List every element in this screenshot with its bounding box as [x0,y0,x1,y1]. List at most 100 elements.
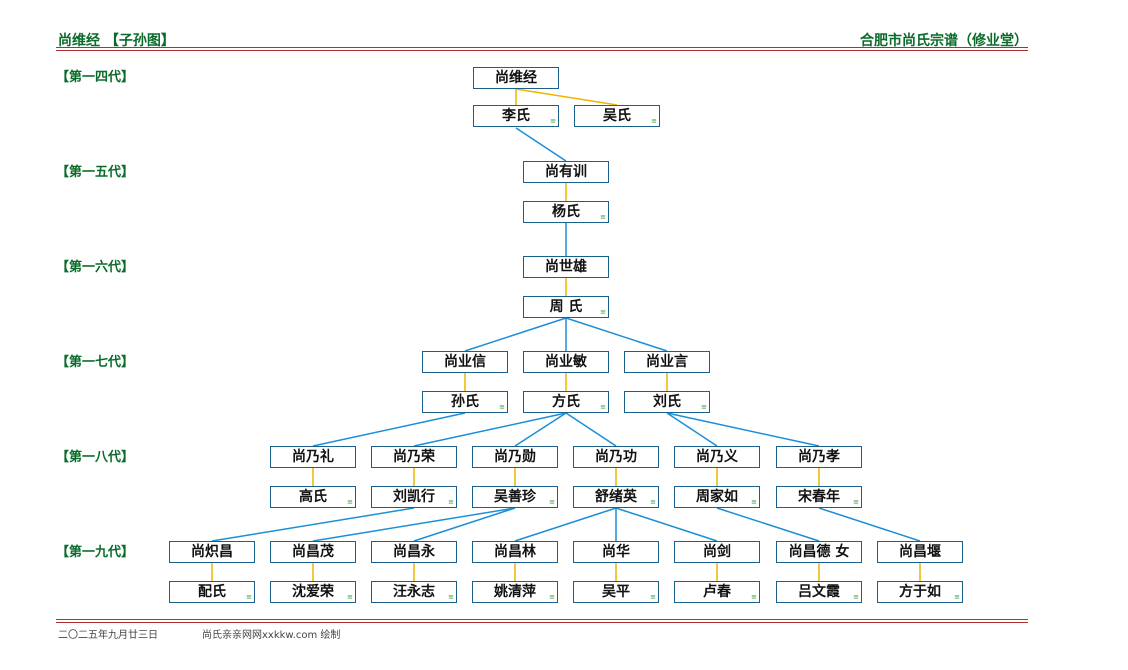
person-name: 汪永志 [393,584,435,600]
child-line [565,317,668,352]
person-name: 尚有训 [545,164,587,180]
note-icon: ≡ [853,498,859,506]
note-icon: ≡ [751,498,757,506]
spouse-node[interactable]: 卢春≡ [674,581,760,603]
person-node[interactable]: 尚乃勋 [472,446,558,468]
spouse-node[interactable]: 宋春年≡ [776,486,862,508]
person-name: 尚乃荣 [393,449,435,465]
person-node[interactable]: 尚华 [573,541,659,563]
spouse-node[interactable]: 吴善珍 ≡ [472,486,558,508]
generation-label-19: 【第一九代】 [56,545,135,560]
person-node[interactable]: 尚有训 [523,161,609,183]
spouse-node[interactable]: 周 氏 ≡ [523,296,609,318]
person-name: 尚昌林 [494,544,536,560]
person-node[interactable]: 尚维经 [473,67,559,89]
chart-title: 尚维经 【子孙图】 [58,33,175,49]
person-name: 尚乃义 [696,449,738,465]
person-name: 尚炽昌 [191,544,233,560]
child-line [515,127,567,162]
person-node[interactable]: 尚业敏 [523,351,609,373]
note-icon: ≡ [347,593,353,601]
note-icon: ≡ [499,403,505,411]
spouse-node[interactable]: 方氏≡ [523,391,609,413]
person-node[interactable]: 尚业言 [624,351,710,373]
person-node[interactable]: 尚昌德 女 [776,541,862,563]
person-name: 尚剑 [703,544,731,560]
child-line [312,412,466,447]
child-line [514,412,567,447]
spouse-node[interactable]: 吴氏≡ [574,105,660,127]
person-name: 沈爱荣 [292,584,334,600]
person-name: 尚昌德 女 [788,544,850,560]
spouse-node[interactable]: 孙氏≡ [422,391,508,413]
person-node[interactable]: 尚世雄 [523,256,609,278]
note-icon: ≡ [600,308,606,316]
generation-label-16: 【第一六代】 [56,260,135,275]
spouse-node[interactable]: 姚清萍≡ [472,581,558,603]
person-name: 配氏 [198,584,226,600]
spouse-line [515,88,618,106]
child-line [211,507,415,542]
child-line [818,507,921,542]
person-name: 周家如 [696,489,738,505]
person-node[interactable]: 尚乃义 [674,446,760,468]
person-name: 尚业敏 [545,354,587,370]
child-line [413,507,516,542]
person-name: 尚维经 [495,70,537,86]
spouse-node[interactable]: 汪永志 ≡ [371,581,457,603]
person-node[interactable]: 尚昌堰 [877,541,963,563]
person-name: 尚乃功 [595,449,637,465]
person-node[interactable]: 尚昌茂 [270,541,356,563]
note-icon: ≡ [549,593,555,601]
person-name: 尚昌永 [393,544,435,560]
person-node[interactable]: 尚昌林 [472,541,558,563]
note-icon: ≡ [550,117,556,125]
child-line [666,412,820,447]
person-name: 杨氏 [552,204,580,220]
spouse-node[interactable]: 舒绪英≡ [573,486,659,508]
generation-label-18: 【第一八代】 [56,450,135,465]
clan-title: 合肥市尚氏宗谱（修业堂） [860,33,1028,49]
child-line [312,507,516,542]
spouse-node[interactable]: 方于如≡ [877,581,963,603]
person-node[interactable]: 尚昌永 [371,541,457,563]
spouse-node[interactable]: 李氏≡ [473,105,559,127]
child-line [514,507,617,542]
generation-label-15: 【第一五代】 [56,165,135,180]
person-node[interactable]: 尚剑 [674,541,760,563]
spouse-node[interactable]: 高氏≡ [270,486,356,508]
person-name: 尚世雄 [545,259,587,275]
spouse-node[interactable]: 刘凯行≡ [371,486,457,508]
spouse-node[interactable]: 杨氏≡ [523,201,609,223]
child-line [615,507,718,542]
person-name: 吴平 [602,584,630,600]
person-name: 周 氏 [549,299,583,315]
person-name: 尚乃孝 [798,449,840,465]
person-name: 吴善珍 [494,489,536,505]
spouse-node[interactable]: 吴平≡ [573,581,659,603]
person-node[interactable]: 尚乃孝 [776,446,862,468]
person-node[interactable]: 尚乃荣 [371,446,457,468]
footer-date: 二〇二五年九月廿三日 [58,630,158,641]
person-node[interactable]: 尚炽昌 [169,541,255,563]
person-node[interactable]: 尚乃礼 [270,446,356,468]
child-line [565,412,617,447]
person-name: 方氏 [552,394,580,410]
generation-label-17: 【第一七代】 [56,355,135,370]
person-name: 刘氏 [653,394,681,410]
note-icon: ≡ [246,593,252,601]
person-name: 方于如 [899,584,941,600]
child-line [413,412,567,447]
note-icon: ≡ [701,403,707,411]
spouse-node[interactable]: 刘氏 ≡ [624,391,710,413]
note-icon: ≡ [549,498,555,506]
person-node[interactable]: 尚业信 [422,351,508,373]
person-node[interactable]: 尚乃功 [573,446,659,468]
spouse-node[interactable]: 周家如 ≡ [674,486,760,508]
spouse-node[interactable]: 配氏 ≡ [169,581,255,603]
note-icon: ≡ [448,593,454,601]
child-line [666,412,718,447]
spouse-node[interactable]: 吕文霞≡ [776,581,862,603]
spouse-node[interactable]: 沈爱荣 ≡ [270,581,356,603]
